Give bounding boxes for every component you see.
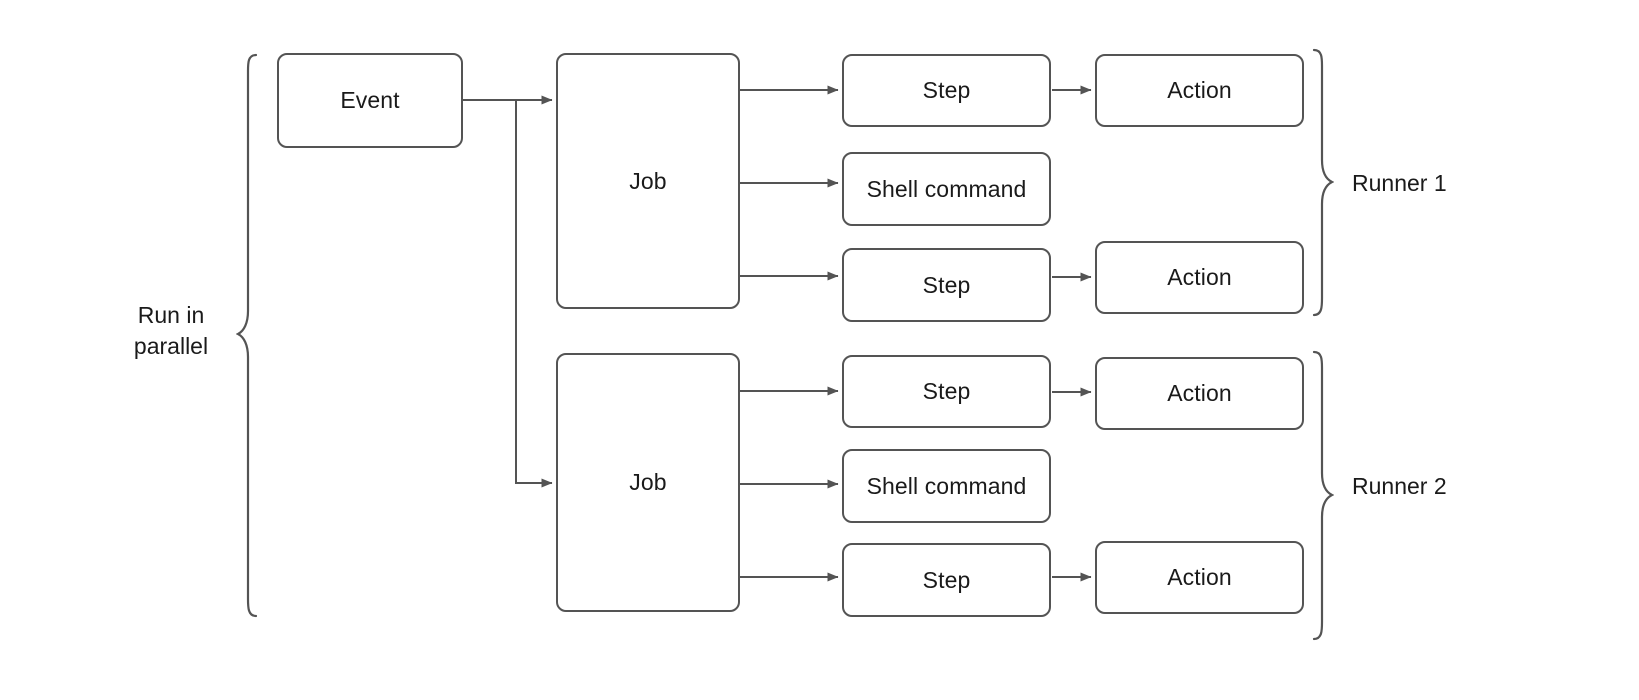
label-runner-2: Runner 2 xyxy=(1352,473,1447,499)
node-job1-step-1[interactable]: Step xyxy=(842,54,1051,127)
node-job2-step-1-label: Step xyxy=(922,378,971,405)
node-job1-shell-command-label: Shell command xyxy=(866,175,1027,202)
edge-event-to-job2 xyxy=(515,100,553,488)
node-job2-step-2-label: Step xyxy=(922,566,971,593)
brace-runner-2 xyxy=(1310,350,1334,642)
label-run-in-parallel: Run in parallel xyxy=(133,302,209,360)
node-job1-action-2-label: Action xyxy=(1167,264,1232,291)
node-job-2[interactable]: Job xyxy=(556,353,740,612)
node-job-1-label: Job xyxy=(629,167,667,194)
node-job1-step-2[interactable]: Step xyxy=(842,248,1051,322)
node-job1-shell-command[interactable]: Shell command xyxy=(842,152,1051,226)
node-job1-step-1-label: Step xyxy=(922,77,971,104)
brace-run-in-parallel xyxy=(236,53,260,619)
node-job2-step-2[interactable]: Step xyxy=(842,543,1051,617)
node-job2-action-1-label: Action xyxy=(1167,380,1232,407)
node-job2-step-1[interactable]: Step xyxy=(842,355,1051,428)
node-event-label: Event xyxy=(340,87,400,114)
node-job2-shell-command[interactable]: Shell command xyxy=(842,449,1051,523)
node-job1-step-2-label: Step xyxy=(922,271,971,298)
node-job2-action-1[interactable]: Action xyxy=(1095,357,1304,430)
node-job-1[interactable]: Job xyxy=(556,53,740,309)
node-job-2-label: Job xyxy=(629,469,667,496)
node-event[interactable]: Event xyxy=(277,53,463,148)
brace-runner-1 xyxy=(1310,48,1334,318)
node-job2-action-2[interactable]: Action xyxy=(1095,541,1304,614)
node-job1-action-2[interactable]: Action xyxy=(1095,241,1304,314)
node-job1-action-1-label: Action xyxy=(1167,77,1232,104)
node-job2-action-2-label: Action xyxy=(1167,564,1232,591)
node-job1-action-1[interactable]: Action xyxy=(1095,54,1304,127)
node-job2-shell-command-label: Shell command xyxy=(866,472,1027,499)
label-runner-1: Runner 1 xyxy=(1352,170,1447,196)
